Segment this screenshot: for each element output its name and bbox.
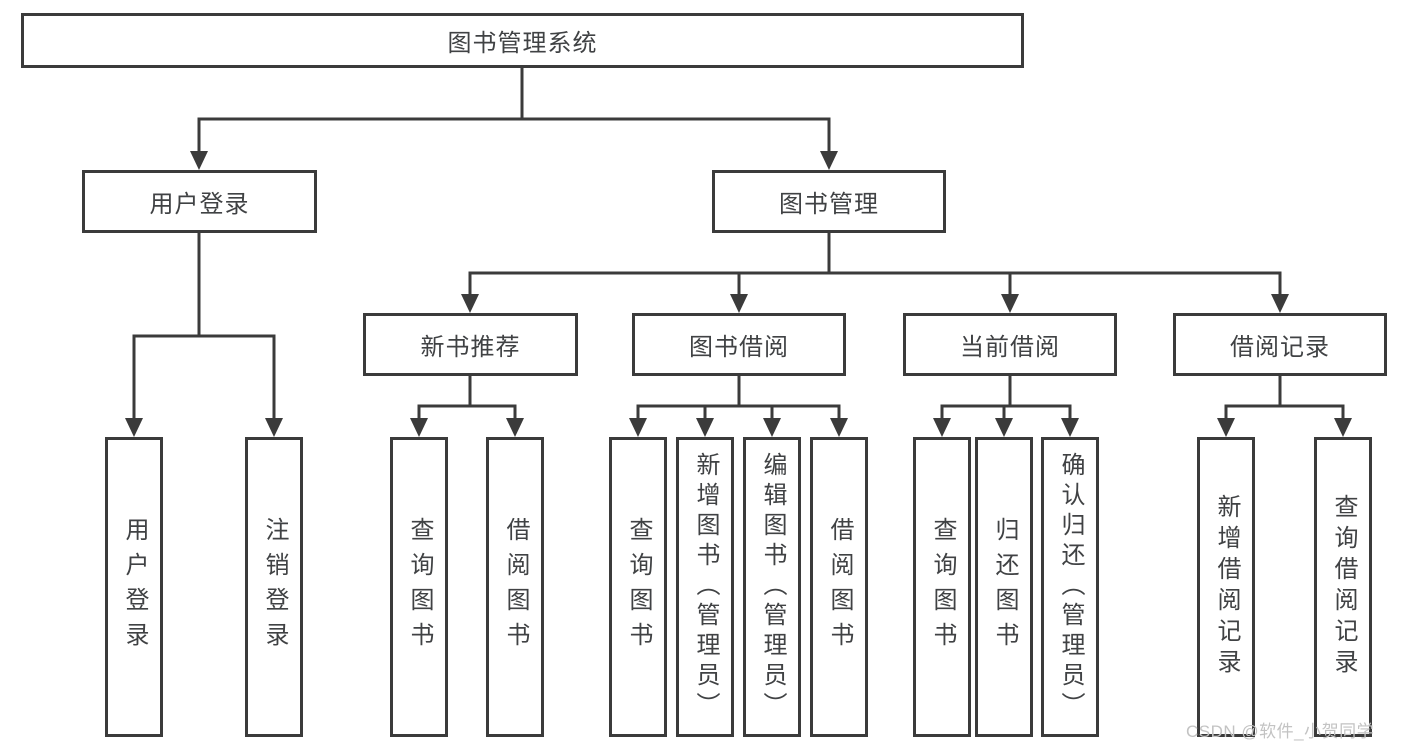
node-book-management: 图书管理 [712,170,946,233]
leaf-label: 查询图书 [929,517,956,657]
leaf-return-books: 归还图书 [975,437,1033,737]
leaf-edit-books-admin: 编辑图书（管理员） [743,437,801,737]
leaf-query-books-borrow: 查询图书 [609,437,667,737]
leaf-label: 新增图书（管理员） [692,452,719,722]
leaf-label: 编辑图书（管理员） [759,452,786,722]
connector-book-borrow-to-leaves [629,376,848,437]
connector-user-login-to-leaves [125,233,283,437]
leaf-add-borrow-record: 新增借阅记录 [1197,437,1255,737]
leaf-user-login: 用户登录 [105,437,163,737]
leaf-label: 注销登录 [261,517,288,657]
leaf-label: 借阅图书 [826,517,853,657]
node-user-login: 用户登录 [82,170,317,233]
node-borrow-records: 借阅记录 [1173,313,1387,376]
node-book-borrow: 图书借阅 [632,313,846,376]
connector-current-borrow-to-leaves [933,376,1079,437]
leaf-label: 查询借阅记录 [1330,494,1357,680]
connector-new-book-recommend-to-leaves [410,376,524,437]
leaf-borrow-books-recommend: 借阅图书 [486,437,544,737]
leaf-label: 查询图书 [625,517,652,657]
leaf-label: 查询图书 [406,517,433,657]
leaf-label: 用户登录 [121,517,148,657]
connector-root-to-level2 [190,68,838,170]
leaf-query-books-current: 查询图书 [913,437,971,737]
leaf-query-books-recommend: 查询图书 [390,437,448,737]
connector-book-management-to-level3 [461,233,1289,313]
leaf-borrow-books: 借阅图书 [810,437,868,737]
leaf-label: 确认归还（管理员） [1057,452,1084,722]
leaf-label: 借阅图书 [502,517,529,657]
leaf-label: 新增借阅记录 [1213,494,1240,680]
leaf-confirm-return-admin: 确认归还（管理员） [1041,437,1099,737]
node-current-borrow: 当前借阅 [903,313,1117,376]
connector-borrow-records-to-leaves [1217,376,1352,437]
node-library-management-system: 图书管理系统 [21,13,1024,68]
node-new-book-recommend: 新书推荐 [363,313,578,376]
csdn-watermark: CSDN @软件_小贺同学 [1186,722,1375,741]
leaf-label: 归还图书 [991,517,1018,657]
leaf-query-borrow-record: 查询借阅记录 [1314,437,1372,737]
leaf-logout: 注销登录 [245,437,303,737]
leaf-add-books-admin: 新增图书（管理员） [676,437,734,737]
